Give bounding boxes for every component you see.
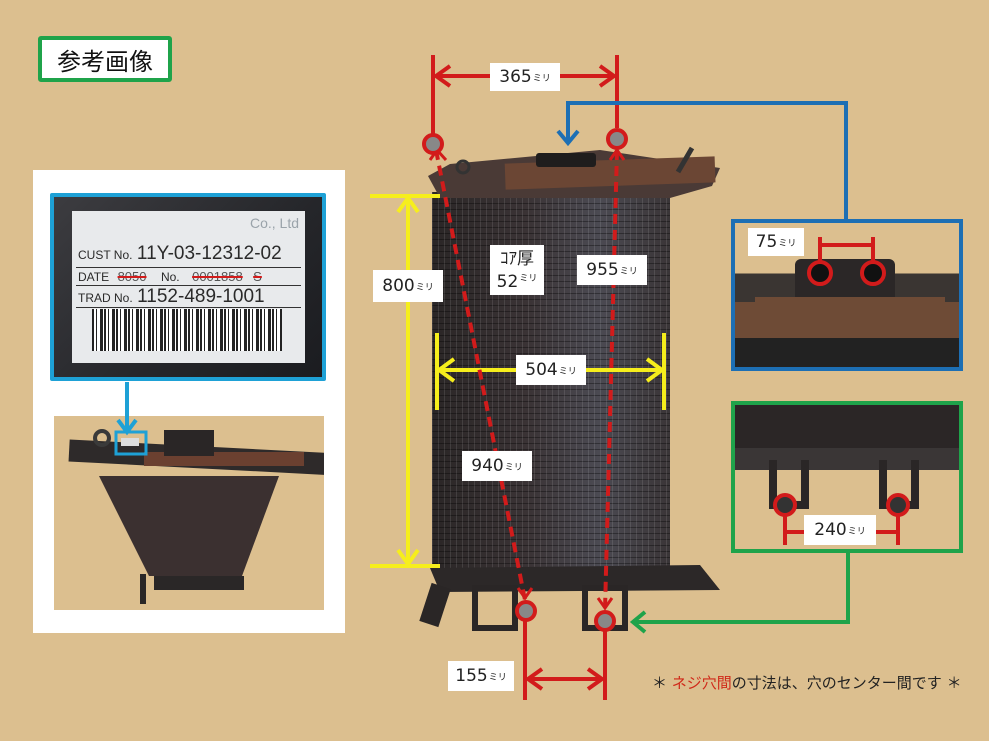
date-label: DATE xyxy=(78,270,110,284)
label-location-arrow xyxy=(116,382,138,436)
page-title: 参考画像 xyxy=(38,36,172,82)
hole-marker-bottom-right xyxy=(594,610,616,632)
bottom-span-dimension xyxy=(523,620,607,700)
trad-no-value: 1152-489-1001 xyxy=(137,286,265,307)
blue-callout-connector xyxy=(556,101,848,219)
cust-no-value: 11Y-03-12312-02 xyxy=(136,243,282,264)
hole-marker-bottom-left xyxy=(515,600,537,622)
serial-suffix-redacted: S xyxy=(253,269,262,284)
barcode xyxy=(92,309,282,351)
serial-no-label: No. xyxy=(160,270,180,284)
label-rule xyxy=(76,285,301,286)
radiator-overview-photo xyxy=(54,416,330,610)
hole-marker-top-left xyxy=(422,133,444,155)
hole-spacing-note: ＊ ネジ穴間の寸法は、穴のセンター間です ＊ xyxy=(652,674,962,692)
right-diagonal-line xyxy=(603,149,619,611)
trad-no-row: TRAD No. 1152-489-1001 xyxy=(78,286,299,308)
top-bracket-illustration xyxy=(755,237,945,335)
cust-no-row: CUST No. 11Y-03-12312-02 xyxy=(78,243,299,265)
hole-marker-top-right xyxy=(606,128,628,150)
label-plate: Co., Ltd CUST No. 11Y-03-12312-02 DATE 8… xyxy=(72,211,305,363)
height-dimension xyxy=(370,194,440,568)
faded-maker-text: Co., Ltd xyxy=(249,215,299,231)
green-callout-connector xyxy=(629,553,850,634)
date-row: DATE 8050 No. 0001858 S xyxy=(78,268,299,286)
core-thickness-label: ｺｱ厚 52ミリ xyxy=(490,245,544,295)
trad-no-label: TRAD No. xyxy=(78,291,133,305)
radiator-overview-illustration xyxy=(68,429,330,604)
serial-no-redacted: 0001858 xyxy=(192,269,243,284)
note-highlight: ネジ穴間 xyxy=(671,674,732,692)
label-rule xyxy=(76,267,301,268)
label-highlight-box xyxy=(114,430,148,456)
cust-no-label: CUST No. xyxy=(78,248,133,262)
label-rule xyxy=(76,307,301,308)
date-value-redacted: 8050 xyxy=(117,269,147,284)
left-diagonal-line xyxy=(434,149,527,601)
